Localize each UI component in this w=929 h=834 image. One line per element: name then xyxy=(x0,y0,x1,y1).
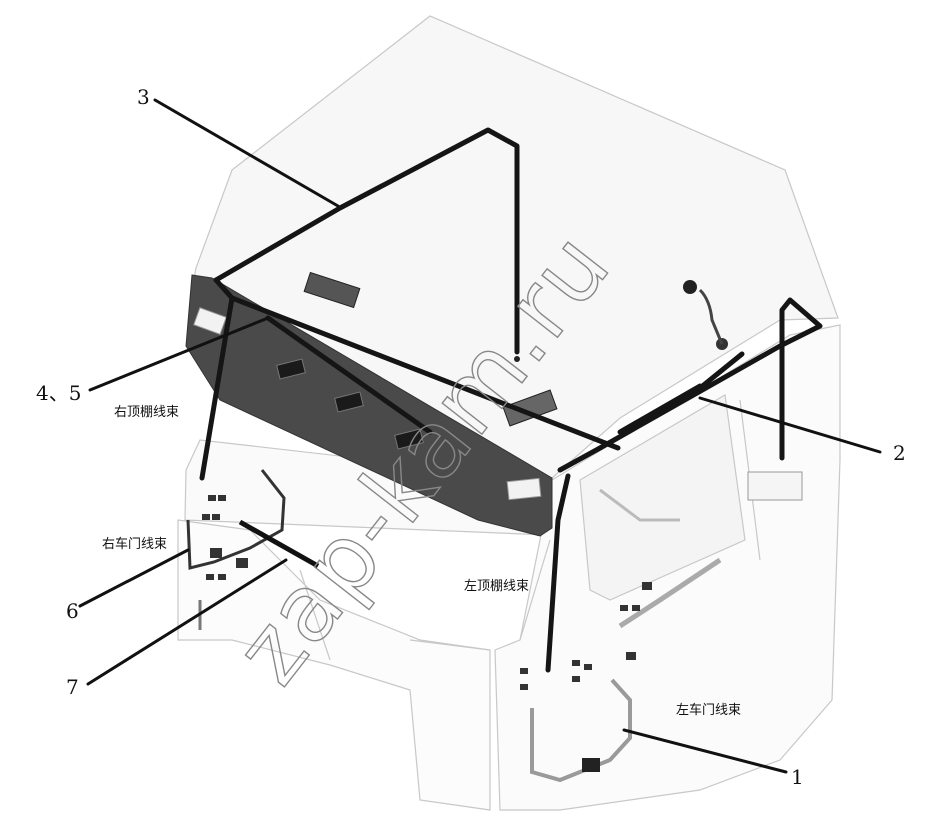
leader-7 xyxy=(86,558,288,686)
door-lock-module xyxy=(582,758,600,772)
label-left-roof-harness: 左顶棚线束 xyxy=(464,579,529,594)
marker-lamp-right xyxy=(193,307,227,335)
leader-1 xyxy=(622,728,788,774)
harness-2 xyxy=(557,297,823,473)
roof-lamp-1 xyxy=(276,358,306,380)
callout-1: 1 xyxy=(791,765,804,789)
cab-right-lower xyxy=(177,519,491,811)
roof-lamp-3 xyxy=(394,428,424,450)
left-door-wiring xyxy=(530,488,722,783)
reading-lamp-right xyxy=(303,271,361,309)
rear-lamp xyxy=(747,471,803,501)
connection-bar xyxy=(238,519,320,569)
connector-clusters xyxy=(202,495,652,690)
callout-7: 7 xyxy=(66,675,79,699)
label-left-door-harness: 左车门线束 xyxy=(676,702,741,718)
callout-6: 6 xyxy=(66,599,79,623)
harness-3 xyxy=(213,127,520,355)
door-window xyxy=(579,394,746,601)
leader-6 xyxy=(78,548,190,608)
callout-2: 2 xyxy=(893,441,906,465)
speaker-connector xyxy=(683,280,697,294)
label-right-roof-harness: 右顶棚线束 xyxy=(114,405,179,420)
callout-3: 3 xyxy=(137,85,150,109)
label-right-door-harness: 右车门线束 xyxy=(102,536,167,552)
left-pillar-wire xyxy=(545,473,571,673)
leader-2 xyxy=(698,396,882,454)
callout-4-5: 4、5 xyxy=(36,381,81,405)
roof-lamp-2 xyxy=(334,391,364,413)
harness-4-5 xyxy=(199,295,235,481)
leader-3 xyxy=(153,98,340,208)
leader-lines xyxy=(78,98,882,774)
leader-4-5 xyxy=(88,316,270,392)
roof-trim-band xyxy=(185,274,553,537)
marker-lamp-left xyxy=(506,477,542,501)
harness-wires xyxy=(199,127,823,673)
